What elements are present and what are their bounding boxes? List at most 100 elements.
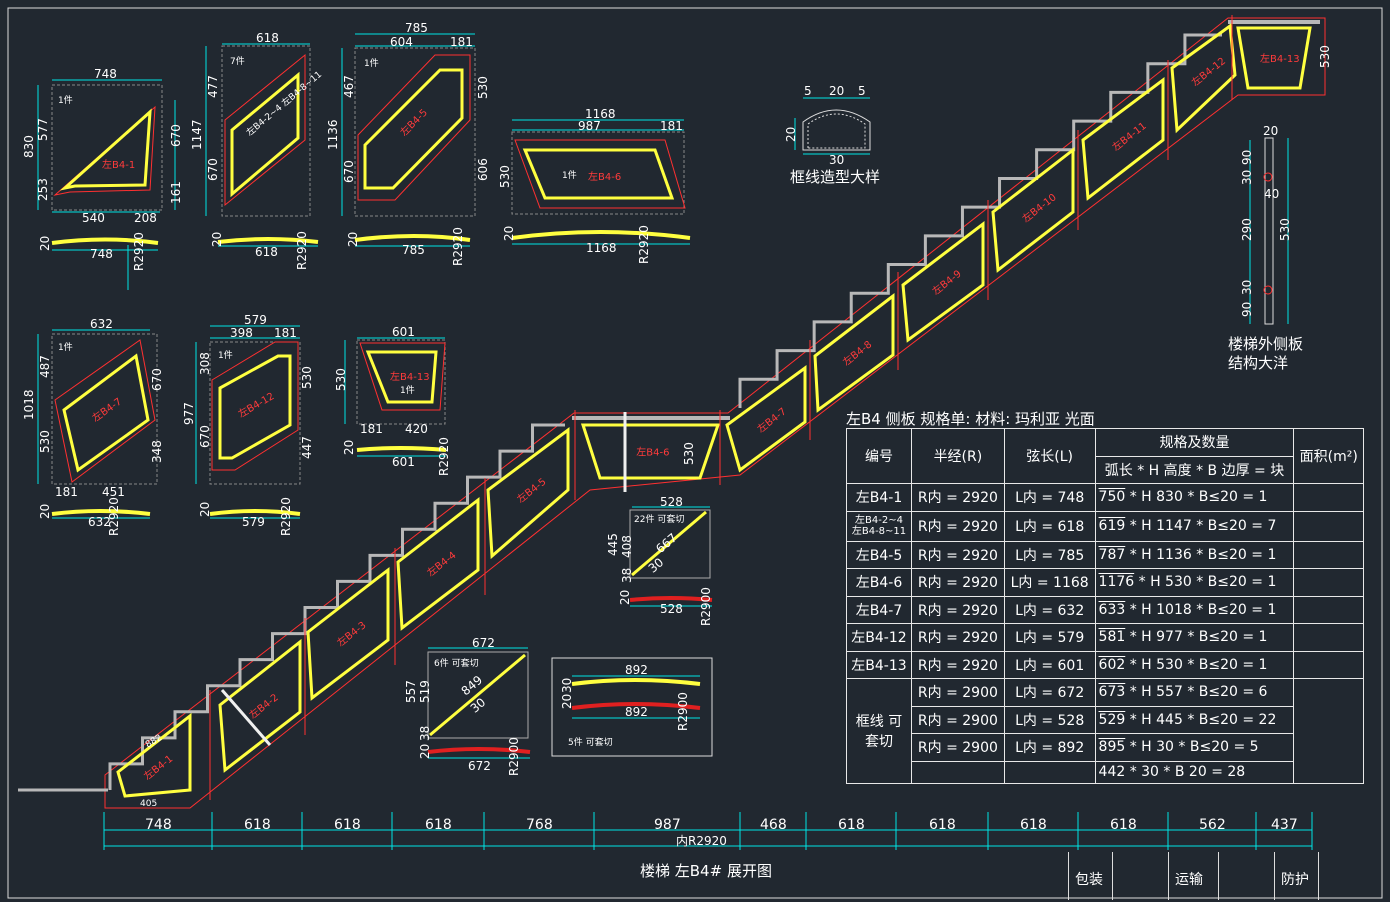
radius-text: R2920: [437, 437, 451, 476]
cell-chord: L内 = 618: [1003, 510, 1096, 542]
dim-text: 30: [468, 695, 489, 716]
dim-text: 672: [472, 636, 495, 650]
dim-text: 670: [169, 124, 183, 147]
qty-label: 5件 可套切: [568, 736, 613, 748]
dim-text: 447: [300, 436, 314, 459]
cell-code: 左B4-5: [846, 540, 912, 570]
cell-code: 左B4-2~4 左B4-8~11: [846, 510, 912, 542]
segment-length: 618: [334, 817, 361, 833]
panel-id: 左B4-1: [102, 158, 135, 171]
chord-text: 892: [625, 705, 648, 719]
dim-text: 601: [392, 325, 415, 339]
dim-text: 90: [1240, 150, 1254, 165]
cell-radius: R内 = 2920: [911, 483, 1005, 512]
arc-length: 750: [1098, 489, 1126, 506]
stair-panel-label: 左B4-4: [424, 548, 458, 579]
stair-panel-label: 左B4-11: [1110, 119, 1149, 154]
cell-radius: R内 = 2900: [911, 733, 1005, 762]
radius-text: R2920: [295, 231, 309, 270]
cell-chord: L内 = 785: [1003, 540, 1096, 570]
dim-text: 670: [206, 158, 220, 181]
cell-radius: R内 = 2920: [911, 568, 1005, 597]
dim-text: 1136: [326, 119, 340, 150]
dim-text: 530: [498, 165, 512, 188]
segment-length: 748: [145, 817, 172, 833]
panel-b4-2: 618 1147 477 670 7件 左B4-2~4 左B4-8~11 618…: [190, 31, 324, 270]
segment-length: 987: [654, 817, 681, 833]
protect-label: 防护: [1281, 872, 1309, 888]
dim-text: 557: [404, 680, 418, 703]
thk-text: 20: [210, 232, 224, 247]
segment-length: 618: [1020, 817, 1047, 833]
cell-radius: R内 = 2920: [911, 510, 1005, 542]
pack-value-cell: [1112, 852, 1169, 900]
thk-text: 20: [38, 236, 52, 251]
frame-piece-672: 672 557 519 38 849 30 6件 可套切 672 R2900 2…: [404, 636, 531, 776]
dim-text: 181: [660, 119, 683, 133]
cell-radius: R内 = 2920: [911, 595, 1005, 625]
dim-text: 987: [578, 119, 601, 133]
panel-b4-5: 785 604 181 1136 467 670 530 606 1件 左B4-…: [326, 21, 490, 266]
qty-label: 7件: [230, 55, 245, 67]
spec-rest: * H 1136 * B≤20 = 1: [1125, 546, 1277, 563]
dim-text: 5: [804, 84, 812, 98]
dim-text: 20: [1263, 124, 1278, 138]
segment-length: 618: [1110, 817, 1137, 833]
stair-panel-frame: [116, 712, 192, 798]
qty-label: 1件: [562, 169, 577, 181]
stair-panel-label: 左B4-10: [1020, 191, 1059, 226]
dim-text: 467: [342, 75, 356, 98]
spec-rest: * H 557 * B≤20 = 6: [1125, 684, 1268, 701]
qty-label: 1件: [364, 57, 379, 69]
arc-length: 673: [1098, 684, 1126, 701]
drawing-border: [7, 7, 1383, 899]
spec-rest: * H 977 * B≤20 = 1: [1125, 629, 1268, 646]
thk-text: 20: [618, 590, 632, 605]
col-header-chord: 弦长(L): [1003, 427, 1096, 485]
dim-text: 577: [36, 118, 50, 141]
dim-text: 30: [1240, 170, 1254, 185]
radius-text: R2920: [107, 497, 121, 536]
cell-code: 左B4-1: [846, 483, 912, 512]
arc-length: 581: [1098, 629, 1126, 646]
spec-rest: * H 530 * B≤20 = 1: [1125, 656, 1268, 673]
dim-text: 618: [256, 31, 279, 45]
stair-panel-label: 左B4-3: [334, 618, 368, 649]
col-header-spec-sub: 弧长 * H 高度 * B 边厚 = 块: [1094, 455, 1295, 485]
stair-panel-frame: [991, 146, 1075, 273]
cut-marker: [220, 689, 272, 746]
thk-text: 20: [346, 232, 360, 247]
thk-text: 20: [502, 226, 516, 241]
pack-label: 包装: [1075, 872, 1103, 888]
segment-length: 618: [838, 817, 865, 833]
dim-text: 30: [1240, 280, 1254, 295]
cell-chord: L内 = 632: [1003, 595, 1096, 625]
chord-text: 1168: [586, 241, 617, 255]
qty-label: 1件: [58, 94, 73, 106]
cell-spec: 619 * H 1147 * B≤20 = 7: [1094, 510, 1295, 542]
chord-text: 632: [88, 515, 111, 529]
arc-length: 787: [1098, 546, 1126, 563]
spec-rest: * H 445 * B≤20 = 22: [1125, 711, 1277, 728]
cell-area: [1293, 540, 1364, 570]
dim-text: 530: [38, 430, 52, 453]
panel-b4-6: 1168 987 181 530 1件 左B4-6 1168 R2920 20: [498, 107, 691, 264]
profile-detail: 5 20 5 20 30 框线造型大样: [784, 84, 880, 186]
dim-text: 519: [418, 680, 432, 703]
chord-text: 579: [242, 515, 265, 529]
cell-code: 左B4-6: [846, 568, 912, 597]
radius-text: R2900: [699, 587, 713, 626]
panel-id: 左B4-12: [236, 389, 277, 420]
qty-label: 1件: [218, 349, 233, 361]
dim-text: 405: [140, 799, 157, 809]
chord-text: 785: [402, 243, 425, 257]
panel-b4-7: 632 1018 487 530 670 348 181 451 1件 左B4-…: [22, 317, 164, 536]
chord-text: 672: [468, 759, 491, 773]
cell-radius: R内 = 2920: [911, 540, 1005, 570]
cell-spec: 529 * H 445 * B≤20 = 22: [1094, 705, 1295, 735]
dim-text: 161: [169, 181, 183, 204]
stair-panel-frame: [486, 427, 570, 560]
